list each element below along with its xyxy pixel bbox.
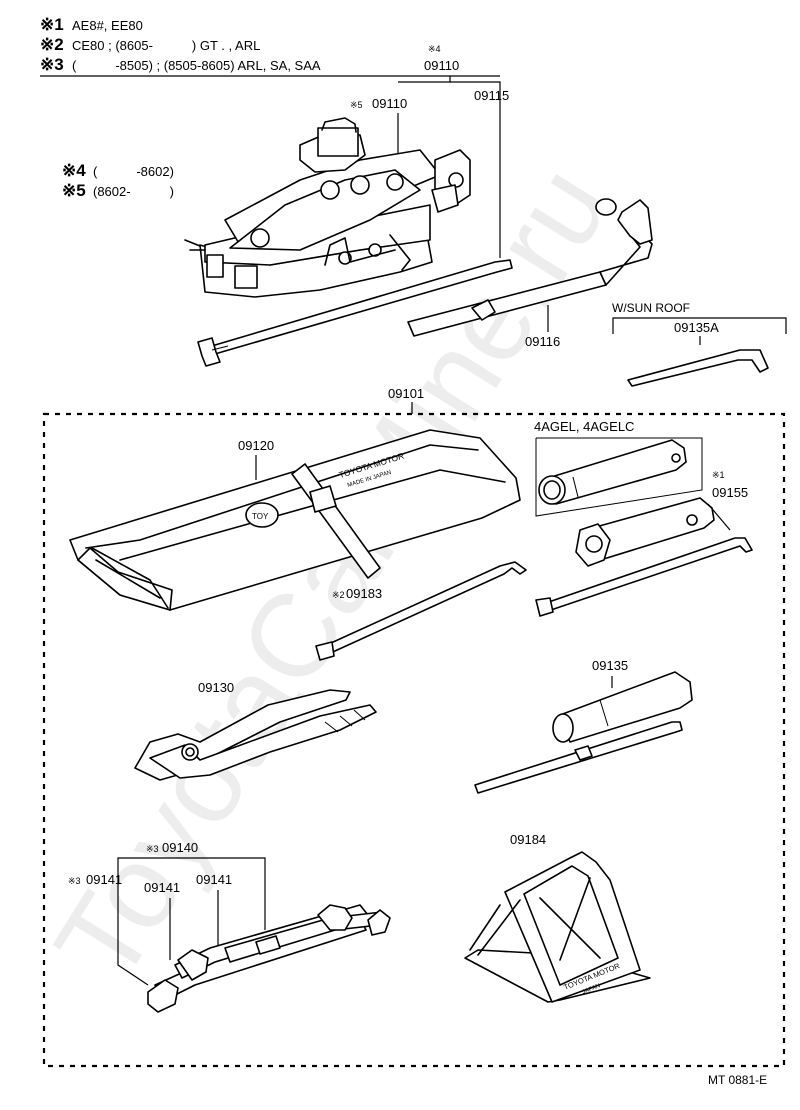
spark-plug-wrench-09155 [535,497,753,617]
callout-09135: 09135 [592,658,628,673]
callout-09110b: 09110 [372,96,407,111]
jack-handle-09115 [197,259,513,367]
leader-09155 [707,503,731,531]
callout-09140: 09140 [162,840,198,855]
note-3: ※3 ( -8505) ; (8505-8605) ARL, SA, SAA [40,55,321,74]
callout-09110b-mark: ※5 [350,100,363,110]
scissor-jack [184,117,471,298]
callout-09184: 09184 [510,832,546,847]
callout-09135A: 09135A [674,320,719,335]
callout-09116: 09116 [525,334,560,349]
callout-09141a-mark: ※3 [68,876,81,886]
callout-09155-mark: ※1 [712,470,725,480]
note-2-mark: ※2 [40,35,64,54]
pliers-09130 [134,689,377,781]
callout-09183-mark: ※2 [332,590,345,600]
callout-09141b: 09141 [144,880,180,895]
engine-bracket [535,437,703,517]
callout-09101: 09101 [388,386,424,401]
spark-plug-socket-4agel [538,439,687,505]
callout-09110: 09110 [424,58,459,73]
sunroof-bracket [612,317,787,334]
note-1-text: AE8#, EE80 [72,18,143,33]
wheel-wrench-09116 [407,198,653,337]
engine-label: 4AGEL, 4AGELC [534,419,634,434]
jack-note-5: ※5 (8602- ) [62,181,174,200]
callout-09130: 09130 [198,680,234,695]
wrenches-09140 [147,904,391,1013]
jack-note-5-text: (8602- ) [93,184,174,199]
screwdriver-09135 [474,671,693,794]
callout-09141a: 09141 [86,872,122,887]
jack-note-4-text: ( -8602) [93,164,174,179]
sunroof-label: W/SUN ROOF [612,301,690,315]
note-3-mark: ※3 [40,55,64,74]
warning-triangle-09184: TOYOTA MOTOR JAPAN [464,851,651,1003]
note-3-text: ( -8505) ; (8505-8605) ARL, SA, SAA [72,58,321,73]
note-2-text: CE80 ; (8605- ) GT . , ARL [72,38,260,53]
note-1: ※1 AE8#, EE80 [40,15,143,34]
jack-leader-lines [397,76,501,258]
tool-bag-emblem: TOY [252,512,269,521]
wrench-leader-lines [117,857,266,986]
jack-note-5-mark: ※5 [62,181,86,200]
callout-09140-mark: ※3 [146,844,159,854]
callout-09155: 09155 [712,485,748,500]
callout-09141c: 09141 [196,872,232,887]
sunroof-handle-09135A [627,349,769,387]
jack-note-4-mark: ※4 [62,161,86,180]
screwdriver-09183 [319,561,527,657]
callout-09120: 09120 [238,438,274,453]
callout-09183: 09183 [346,586,382,601]
figure-code: MT 0881-E [708,1073,767,1087]
tool-set-box [42,412,786,1068]
jack-note-4: ※4 ( -8602) [62,161,174,180]
callout-09110-mark: ※4 [428,44,441,54]
screwdriver-09183-tip [315,641,335,661]
note-2: ※2 CE80 ; (8605- ) GT . , ARL [40,35,260,54]
note-1-mark: ※1 [40,15,64,34]
tool-bag-09120: TOY TOYOTA MOTOR MADE IN JAPAN [69,429,521,611]
callout-09115: 09115 [474,88,509,103]
